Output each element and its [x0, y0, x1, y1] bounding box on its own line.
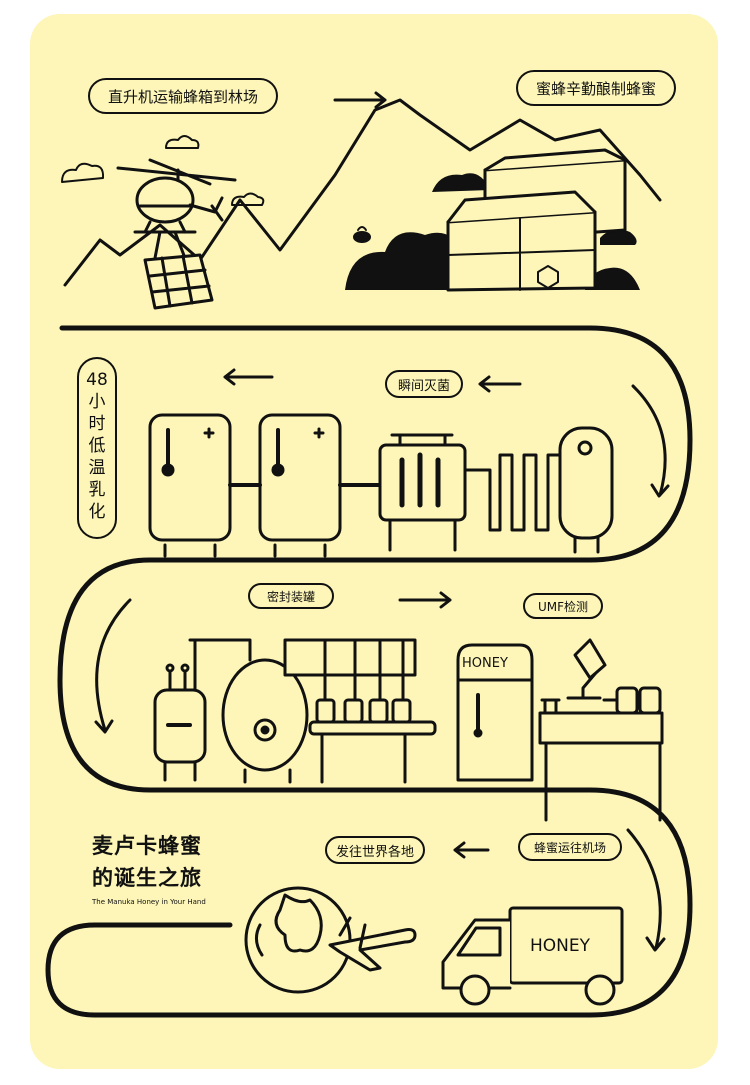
helicopter-icon — [116, 158, 237, 310]
conveyor-icon — [283, 638, 437, 784]
page-subtitle: The Manuka Honey in Your Hand — [92, 898, 206, 906]
umf-fridge-icon — [456, 643, 534, 782]
step-ship-airport: 蜂蜜运往机场 — [518, 833, 622, 861]
fridge-honey-label: HONEY — [462, 656, 508, 671]
mountain-icon — [63, 98, 662, 287]
tank-icon — [153, 638, 309, 784]
step-sterilize: 瞬间灭菌 — [385, 370, 463, 398]
truck-icon — [441, 906, 624, 1006]
fridge-icon — [148, 413, 342, 558]
step-ship-world: 发往世界各地 — [325, 836, 425, 864]
cloud-icon — [61, 135, 265, 206]
step-emulsify: 48 小 时 低 温 乳 化 — [77, 357, 117, 539]
bee-icon — [353, 226, 371, 243]
step-helicopter: 直升机运输蜂箱到林场 — [88, 78, 278, 114]
step-bees-make-honey: 蜜蜂辛勤酿制蜂蜜 — [516, 70, 676, 106]
sterilizer-icon — [378, 426, 614, 554]
step-seal: 密封装罐 — [248, 583, 334, 609]
page-title-line1: 麦卢卡蜂蜜 — [92, 834, 202, 858]
page-title-line2: 的诞生之旅 — [92, 866, 202, 890]
arrow-icon — [94, 91, 670, 952]
journey-road — [45, 325, 693, 1018]
globe-icon — [244, 886, 352, 994]
truck-honey-label: HONEY — [530, 936, 591, 956]
step-umf: UMF检测 — [523, 593, 603, 619]
beehive-icon — [446, 148, 627, 292]
bush-icon — [345, 173, 640, 290]
microscope-icon — [538, 638, 664, 822]
airplane-icon — [328, 916, 417, 972]
